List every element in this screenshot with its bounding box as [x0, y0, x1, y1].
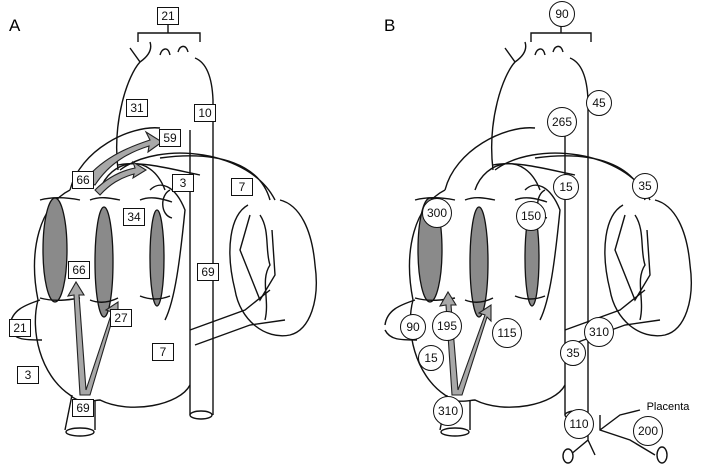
- flow-arrow-icon: [84, 130, 163, 186]
- value-label: 90: [400, 314, 426, 340]
- value-label: 265: [547, 107, 577, 137]
- value-label: 195: [432, 311, 462, 341]
- value-label: 310: [433, 396, 463, 426]
- value-label: 310: [584, 317, 614, 347]
- panel-a-title: A: [9, 16, 21, 35]
- value-label: 31: [126, 99, 148, 117]
- value-label: 90: [549, 1, 575, 27]
- value-label: 3: [17, 366, 39, 384]
- value-label: 3: [172, 174, 194, 192]
- value-label: 35: [632, 173, 658, 199]
- value-label: 150: [516, 201, 546, 231]
- value-label: 35: [560, 340, 586, 366]
- panel-a-drawing: [9, 41, 317, 437]
- value-label: 10: [194, 104, 216, 122]
- panel-b-drawing: [384, 41, 692, 437]
- value-label: 27: [110, 309, 132, 327]
- flow-arrow-icon: [438, 290, 492, 396]
- value-label: 110: [564, 409, 594, 439]
- value-label: 66: [68, 261, 90, 279]
- value-label: 59: [159, 129, 181, 147]
- value-label: 115: [492, 318, 522, 348]
- value-label: 69: [72, 399, 94, 417]
- value-label: 200: [633, 416, 663, 446]
- value-label: 21: [157, 7, 179, 25]
- value-label: 300: [422, 198, 452, 228]
- value-label: 15: [553, 174, 579, 200]
- value-label: 34: [123, 208, 145, 226]
- panel-b-title: B: [384, 16, 396, 35]
- value-label: 7: [152, 343, 174, 361]
- value-label: 21: [9, 319, 31, 337]
- value-label: 15: [418, 345, 444, 371]
- value-label: 66: [72, 171, 94, 189]
- placenta-label: Placenta: [646, 401, 690, 413]
- flow-arrow-icon: [94, 160, 148, 196]
- value-label: 7: [231, 178, 253, 196]
- value-label: 45: [586, 90, 612, 116]
- value-label: 69: [197, 263, 219, 281]
